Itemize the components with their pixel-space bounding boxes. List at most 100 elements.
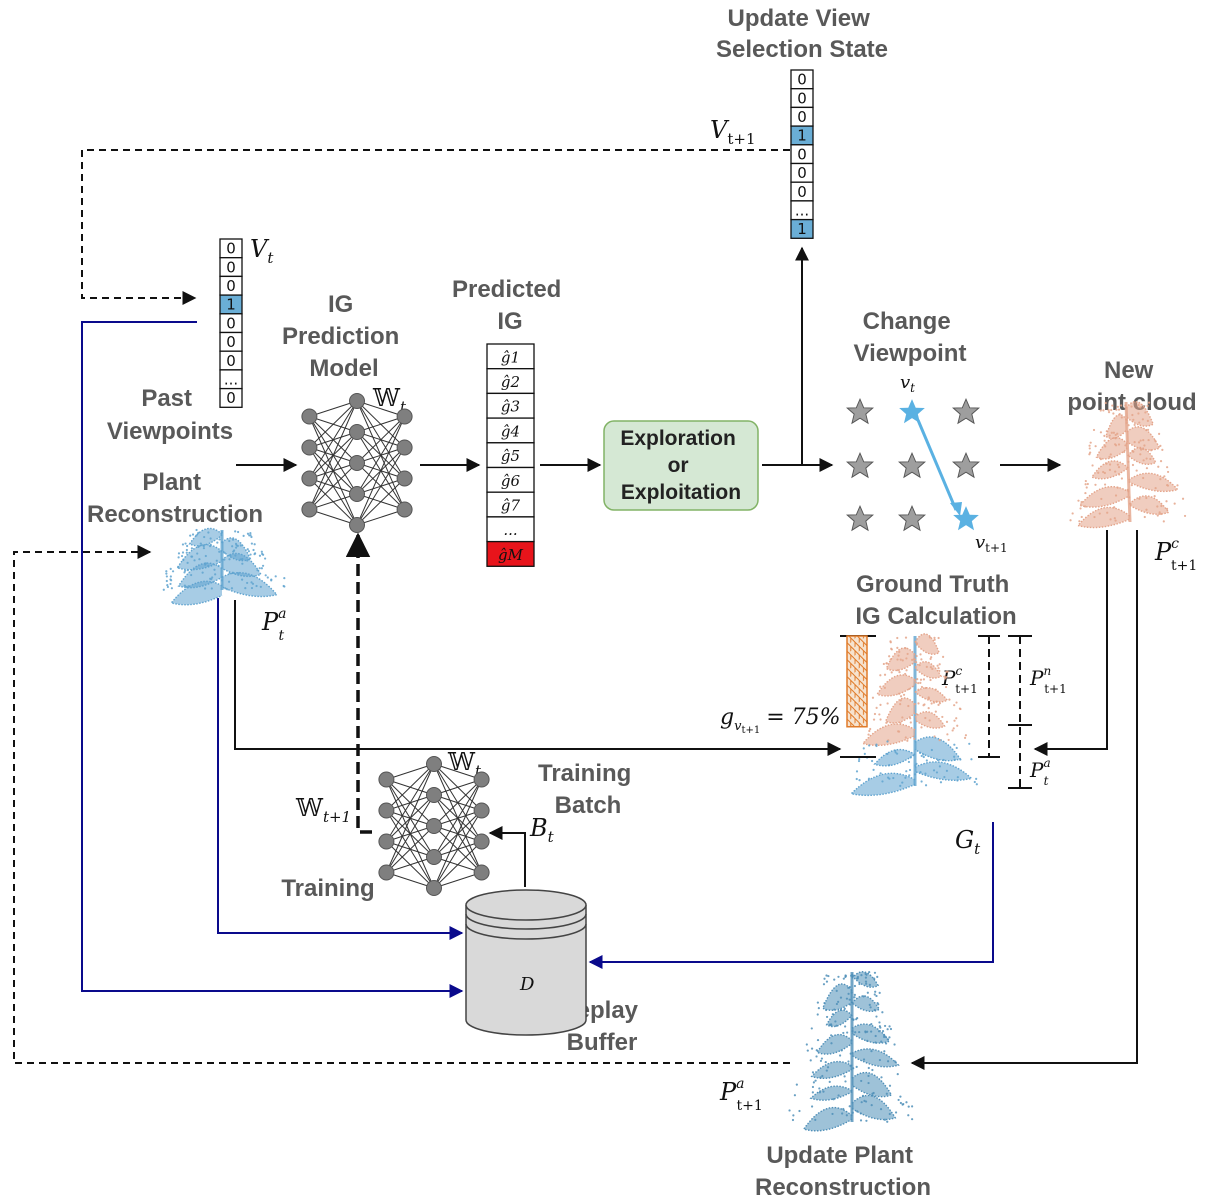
neuron xyxy=(378,864,395,881)
update-view-selection-label: Update View Selection State xyxy=(716,5,888,63)
neuron xyxy=(349,517,365,533)
predicted-ig-label: Predicted IG xyxy=(452,276,568,335)
neuron xyxy=(301,439,318,456)
neural-network-icon xyxy=(301,393,413,533)
predicted-ig-cell xyxy=(486,343,535,370)
blue-viewpoints-to-buffer xyxy=(81,321,464,998)
neuron xyxy=(378,771,395,788)
neuron xyxy=(396,408,413,425)
past-state-cell-value: 0 xyxy=(226,277,236,295)
viewpoint-star-icon xyxy=(952,452,980,478)
neuron xyxy=(396,470,413,487)
arrow-weights-update xyxy=(345,532,372,834)
neuron xyxy=(426,818,442,834)
symbol-v-t-plus-1: Vt+1 xyxy=(710,116,755,148)
neuron xyxy=(473,771,490,788)
neuron xyxy=(301,470,318,487)
arrow-pointcloud-to-update xyxy=(910,530,1138,1070)
past-state-cell-value: 0 xyxy=(226,389,236,407)
ground-truth-ig-label: Ground Truth IG Calculation xyxy=(855,571,1016,630)
arrow-reconstruction-to-groundtruth xyxy=(234,600,842,756)
update-state-cell-value: 0 xyxy=(797,89,807,107)
update-state-cell xyxy=(790,218,814,239)
training-label: Training xyxy=(281,875,374,902)
database-cylinder-icon xyxy=(465,889,587,1036)
flow-connectors xyxy=(13,149,1138,1070)
ground-truth-plant-icon xyxy=(849,633,978,797)
viewpoint-star-current-icon xyxy=(899,399,925,424)
predicted-ig-cell-value: ĝ3 xyxy=(501,398,520,416)
predicted-ig-cell xyxy=(486,540,535,567)
predicted-ig-cell-value: ... xyxy=(503,521,517,539)
neuron xyxy=(473,833,490,850)
neuron xyxy=(473,802,490,819)
update-state-cell-value: 1 xyxy=(797,127,807,145)
symbol-b-t: Bt xyxy=(529,814,555,846)
predicted-ig-cell-value: ĝ4 xyxy=(501,422,520,440)
past-state-cell-value: 0 xyxy=(226,258,236,276)
past-state-cell xyxy=(219,387,243,408)
predicted-ig-cell-value: ĝ2 xyxy=(501,373,520,391)
dashed-reconstruction-feedback xyxy=(13,545,790,1064)
training-neural-network-icon xyxy=(378,756,490,896)
predicted-ig-cell-value: ĝ1 xyxy=(501,348,520,366)
neuron xyxy=(349,424,365,440)
update-state-cell-value: 1 xyxy=(797,220,807,238)
exploration-exploitation-text: Exploration or Exploitation xyxy=(620,427,741,504)
updated-plant-point-cloud-icon xyxy=(788,970,914,1132)
plant-point-cloud-icon xyxy=(162,527,286,606)
symbol-ground-truth-value: gvt+1= 75% xyxy=(720,705,841,736)
past-state-cell-value: 0 xyxy=(226,333,236,351)
past-state-cell-value: 1 xyxy=(226,296,236,314)
update-state-cell-value: 0 xyxy=(797,145,807,163)
plant-reconstruction-label: Plant Reconstruction xyxy=(87,469,263,528)
update-plant-reconstruction-label: Update Plant Reconstruction xyxy=(755,1142,931,1197)
dashed-state-feedback xyxy=(81,149,790,305)
predicted-ig-cell xyxy=(486,368,535,395)
neuron xyxy=(349,486,365,502)
point-cloud-brackets xyxy=(978,635,1032,789)
new-point-cloud-icon xyxy=(1069,400,1187,529)
viewpoint-move-arrowhead xyxy=(950,502,962,516)
arrow-buffer-to-batch xyxy=(488,826,526,887)
neuron xyxy=(426,849,442,865)
predicted-ig-cell-value: ĝ6 xyxy=(501,472,521,490)
neuron xyxy=(378,833,395,850)
blue-reconstruction-to-buffer xyxy=(217,598,464,940)
blue-groundtruth-to-buffer xyxy=(588,822,994,969)
predicted-ig-cell-value: ĝM xyxy=(498,546,524,564)
neuron xyxy=(426,787,442,803)
past-state-cell-value: 0 xyxy=(226,240,236,258)
neuron xyxy=(301,408,318,425)
change-viewpoint-label: Change Viewpoint xyxy=(854,308,967,367)
viewpoint-star-icon xyxy=(846,505,874,531)
replay-buffer-symbol-d: D xyxy=(519,974,535,995)
predicted-ig-cell xyxy=(486,466,535,493)
symbol-weights-w-t-train: 𝕎t xyxy=(447,748,482,780)
update-state-cell-value: ... xyxy=(795,201,809,219)
ground-truth-ig-fill xyxy=(846,635,868,728)
neuron xyxy=(349,393,365,409)
update-state-cell-value: 0 xyxy=(797,164,807,182)
viewpoint-star-icon xyxy=(952,398,980,424)
neuron xyxy=(473,864,490,881)
update-state-cell-value: 0 xyxy=(797,71,807,89)
viewpoint-star-icon xyxy=(846,452,874,478)
neuron xyxy=(396,501,413,518)
symbol-v-t: Vt xyxy=(250,235,274,267)
past-state-cell-value: 0 xyxy=(226,314,236,332)
exploration-exploitation-box xyxy=(603,420,759,511)
past-state-cell-value: 0 xyxy=(226,352,236,370)
viewpoint-star-icon xyxy=(898,505,926,531)
update-state-cell-value: 0 xyxy=(797,108,807,126)
update-state-cell-value: 0 xyxy=(797,183,807,201)
